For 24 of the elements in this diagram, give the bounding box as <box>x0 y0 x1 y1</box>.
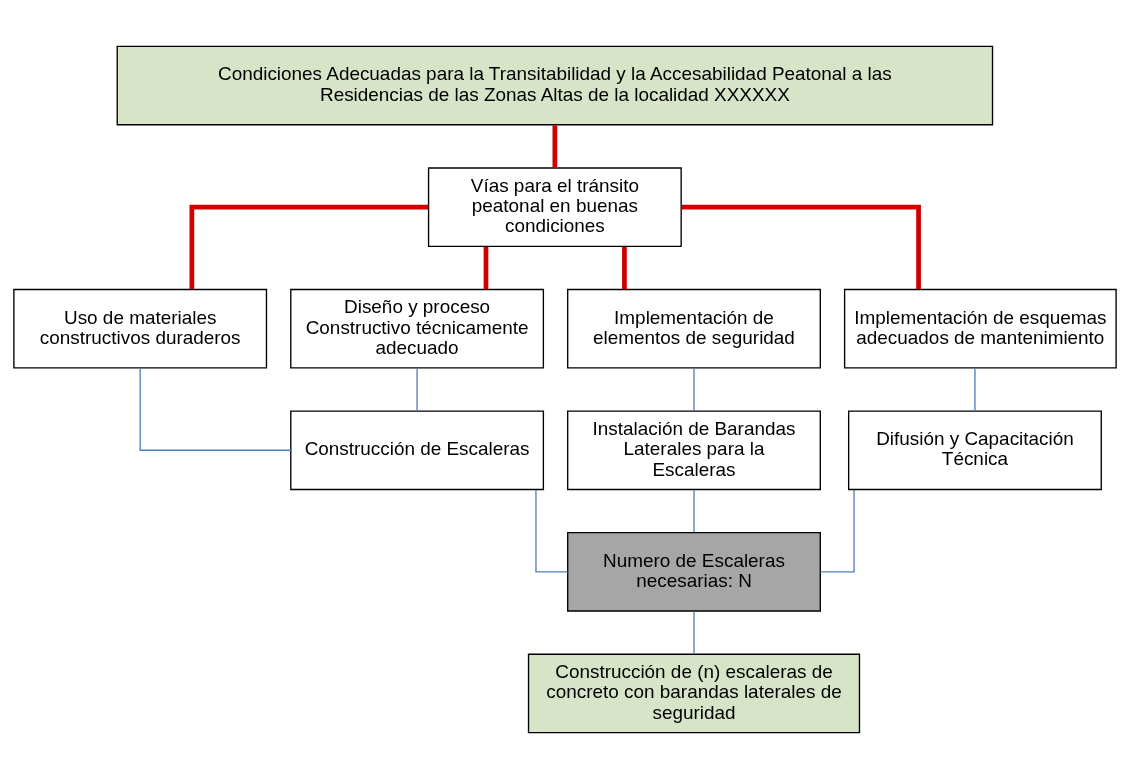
node-box: Diseño y proceso Constructivo técnicamente adecuado <box>290 288 545 369</box>
node-box: Numero de Escaleras necesarias: N <box>567 531 821 612</box>
node-box: Instalación de Barandas Laterales para la Escaleras <box>567 409 821 490</box>
connector <box>416 367 418 411</box>
node-box: Implementación de esquemas adecuados de mantenimiento <box>843 288 1117 369</box>
connector <box>535 488 569 573</box>
node-box: Construcción de (n) escaleras de concreto con barandas laterales de seguridad <box>527 653 861 733</box>
node-box: Condiciones Adecuadas para la Transitabilidad y la Accesabilidad Peatonal a las Residencias de las Zonas Altas de la localidad XXXXXX <box>116 45 994 125</box>
node-box: Difusión y Capacitación Técnica <box>848 409 1102 490</box>
connector <box>483 246 489 289</box>
connector <box>139 367 292 451</box>
node-box: Construcción de Escaleras <box>290 409 545 490</box>
connector <box>552 124 558 168</box>
connector <box>622 246 627 289</box>
connector <box>693 367 695 411</box>
connector <box>681 204 921 289</box>
connector <box>974 367 976 411</box>
node-box: Implementación de elementos de seguridad <box>567 288 821 369</box>
node-box: Vías para el tránsito peatonal en buenas condiciones <box>427 166 682 247</box>
connector <box>819 488 855 573</box>
node-box: Uso de materiales constructivos duraderos <box>13 288 268 369</box>
connector <box>189 204 429 289</box>
connector <box>693 488 695 533</box>
connector <box>693 610 695 655</box>
